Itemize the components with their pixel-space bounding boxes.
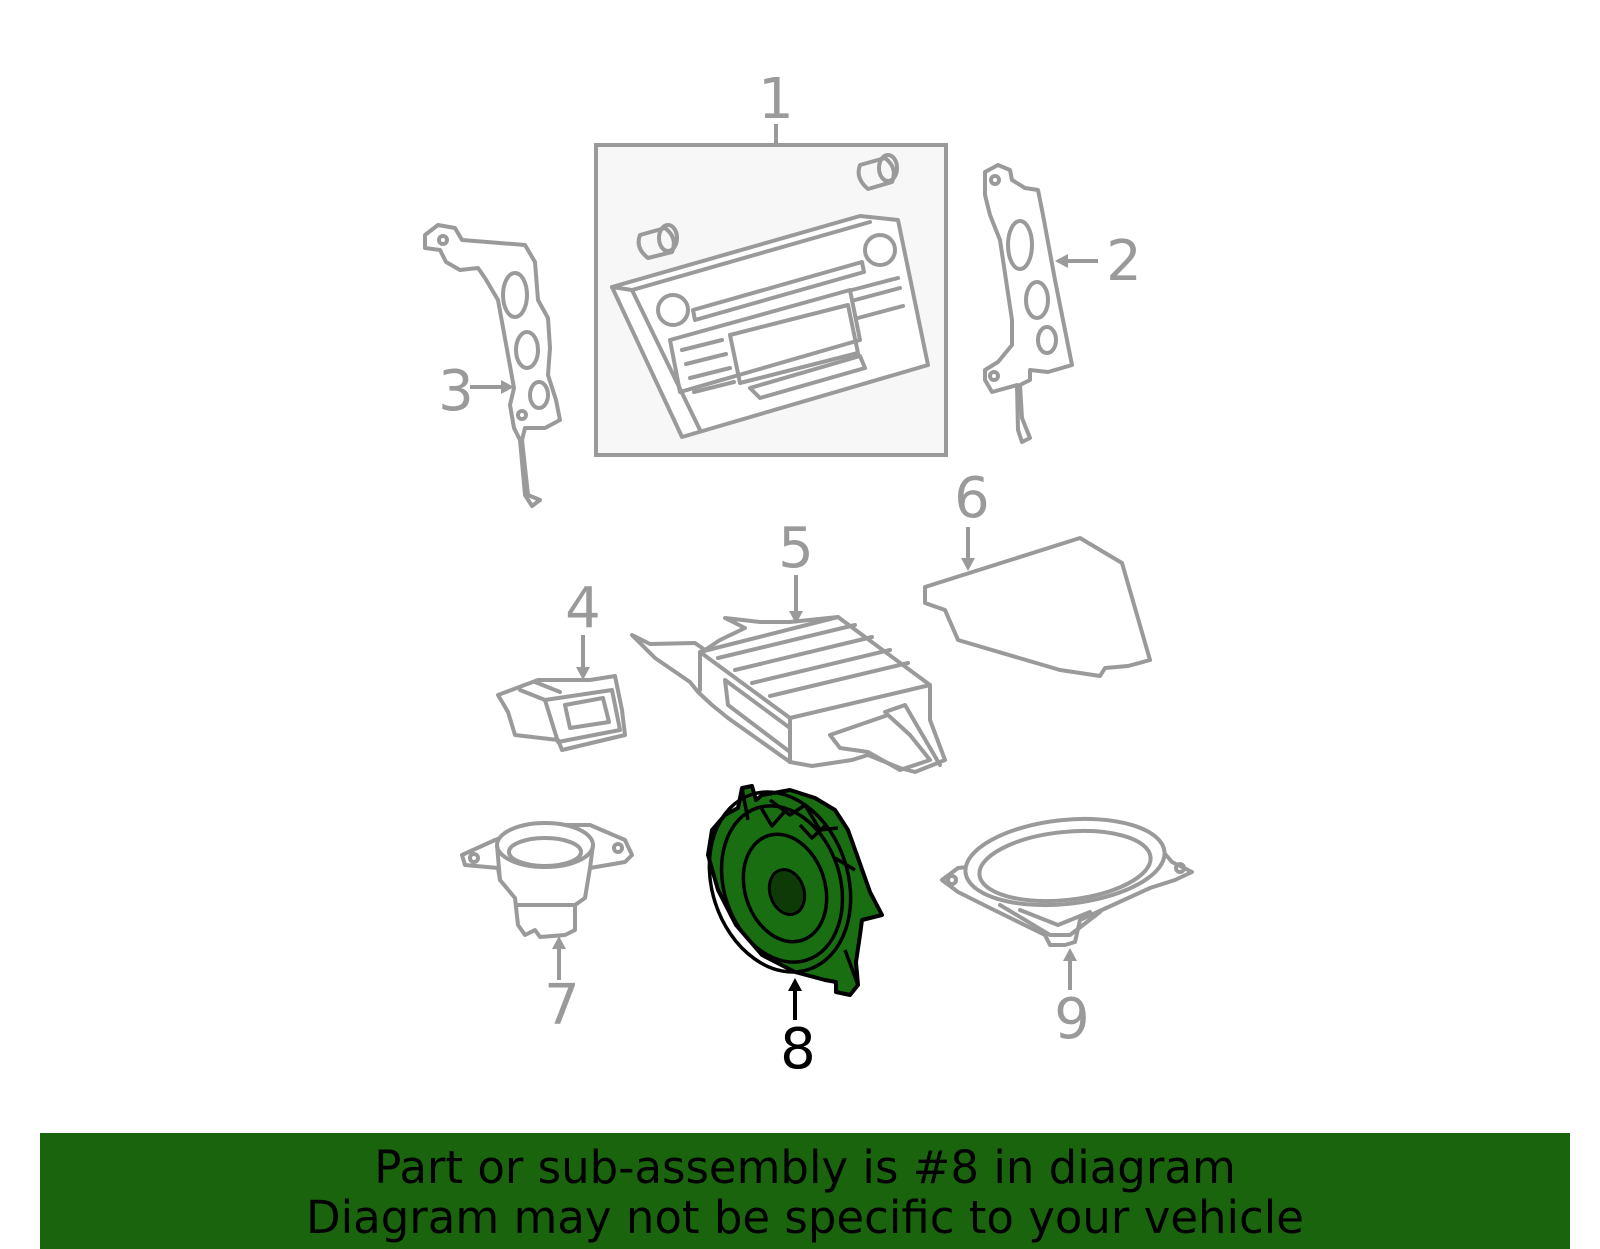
part-3-left-bracket[interactable] xyxy=(423,223,562,508)
callout-label-6[interactable]: 6 xyxy=(954,466,990,531)
leader-arrow-5 xyxy=(789,611,803,624)
leader-arrow-6 xyxy=(961,558,975,571)
callout-label-9[interactable]: 9 xyxy=(1054,987,1090,1052)
part-6-cover-pad[interactable] xyxy=(923,536,1152,678)
callout-label-3[interactable]: 3 xyxy=(438,359,474,424)
leader-arrow-4 xyxy=(576,667,590,680)
callout-label-2[interactable]: 2 xyxy=(1106,229,1142,294)
callout-label-4[interactable]: 4 xyxy=(565,576,601,641)
part-9-oval-speaker[interactable] xyxy=(940,810,1194,947)
part-4-connector-module[interactable] xyxy=(496,674,627,752)
callout-label-1[interactable]: 1 xyxy=(758,67,794,132)
leader-arrow-8 xyxy=(788,978,802,991)
info-banner: Part or sub-assembly is #8 in diagram Di… xyxy=(40,1133,1570,1249)
part-8-speaker-highlighted[interactable] xyxy=(687,773,884,997)
callout-label-7[interactable]: 7 xyxy=(544,973,580,1038)
callout-label-5[interactable]: 5 xyxy=(778,516,814,581)
leader-arrow-3 xyxy=(501,380,514,394)
part-1-radio-receiver[interactable] xyxy=(594,143,948,457)
part-5-amplifier[interactable] xyxy=(630,615,947,774)
exploded-parts-diagram: 1 2 3 xyxy=(423,67,1194,1082)
banner-line-part-number: Part or sub-assembly is #8 in diagram xyxy=(374,1141,1236,1194)
part-2-right-bracket[interactable] xyxy=(983,163,1074,444)
leader-arrow-7 xyxy=(552,936,566,949)
leader-arrow-2 xyxy=(1055,254,1068,268)
banner-line-disclaimer: Diagram may not be specific to your vehi… xyxy=(306,1191,1304,1244)
leader-arrow-9 xyxy=(1063,948,1077,961)
callout-label-8[interactable]: 8 xyxy=(780,1017,816,1082)
part-7-tweeter[interactable] xyxy=(460,821,634,939)
